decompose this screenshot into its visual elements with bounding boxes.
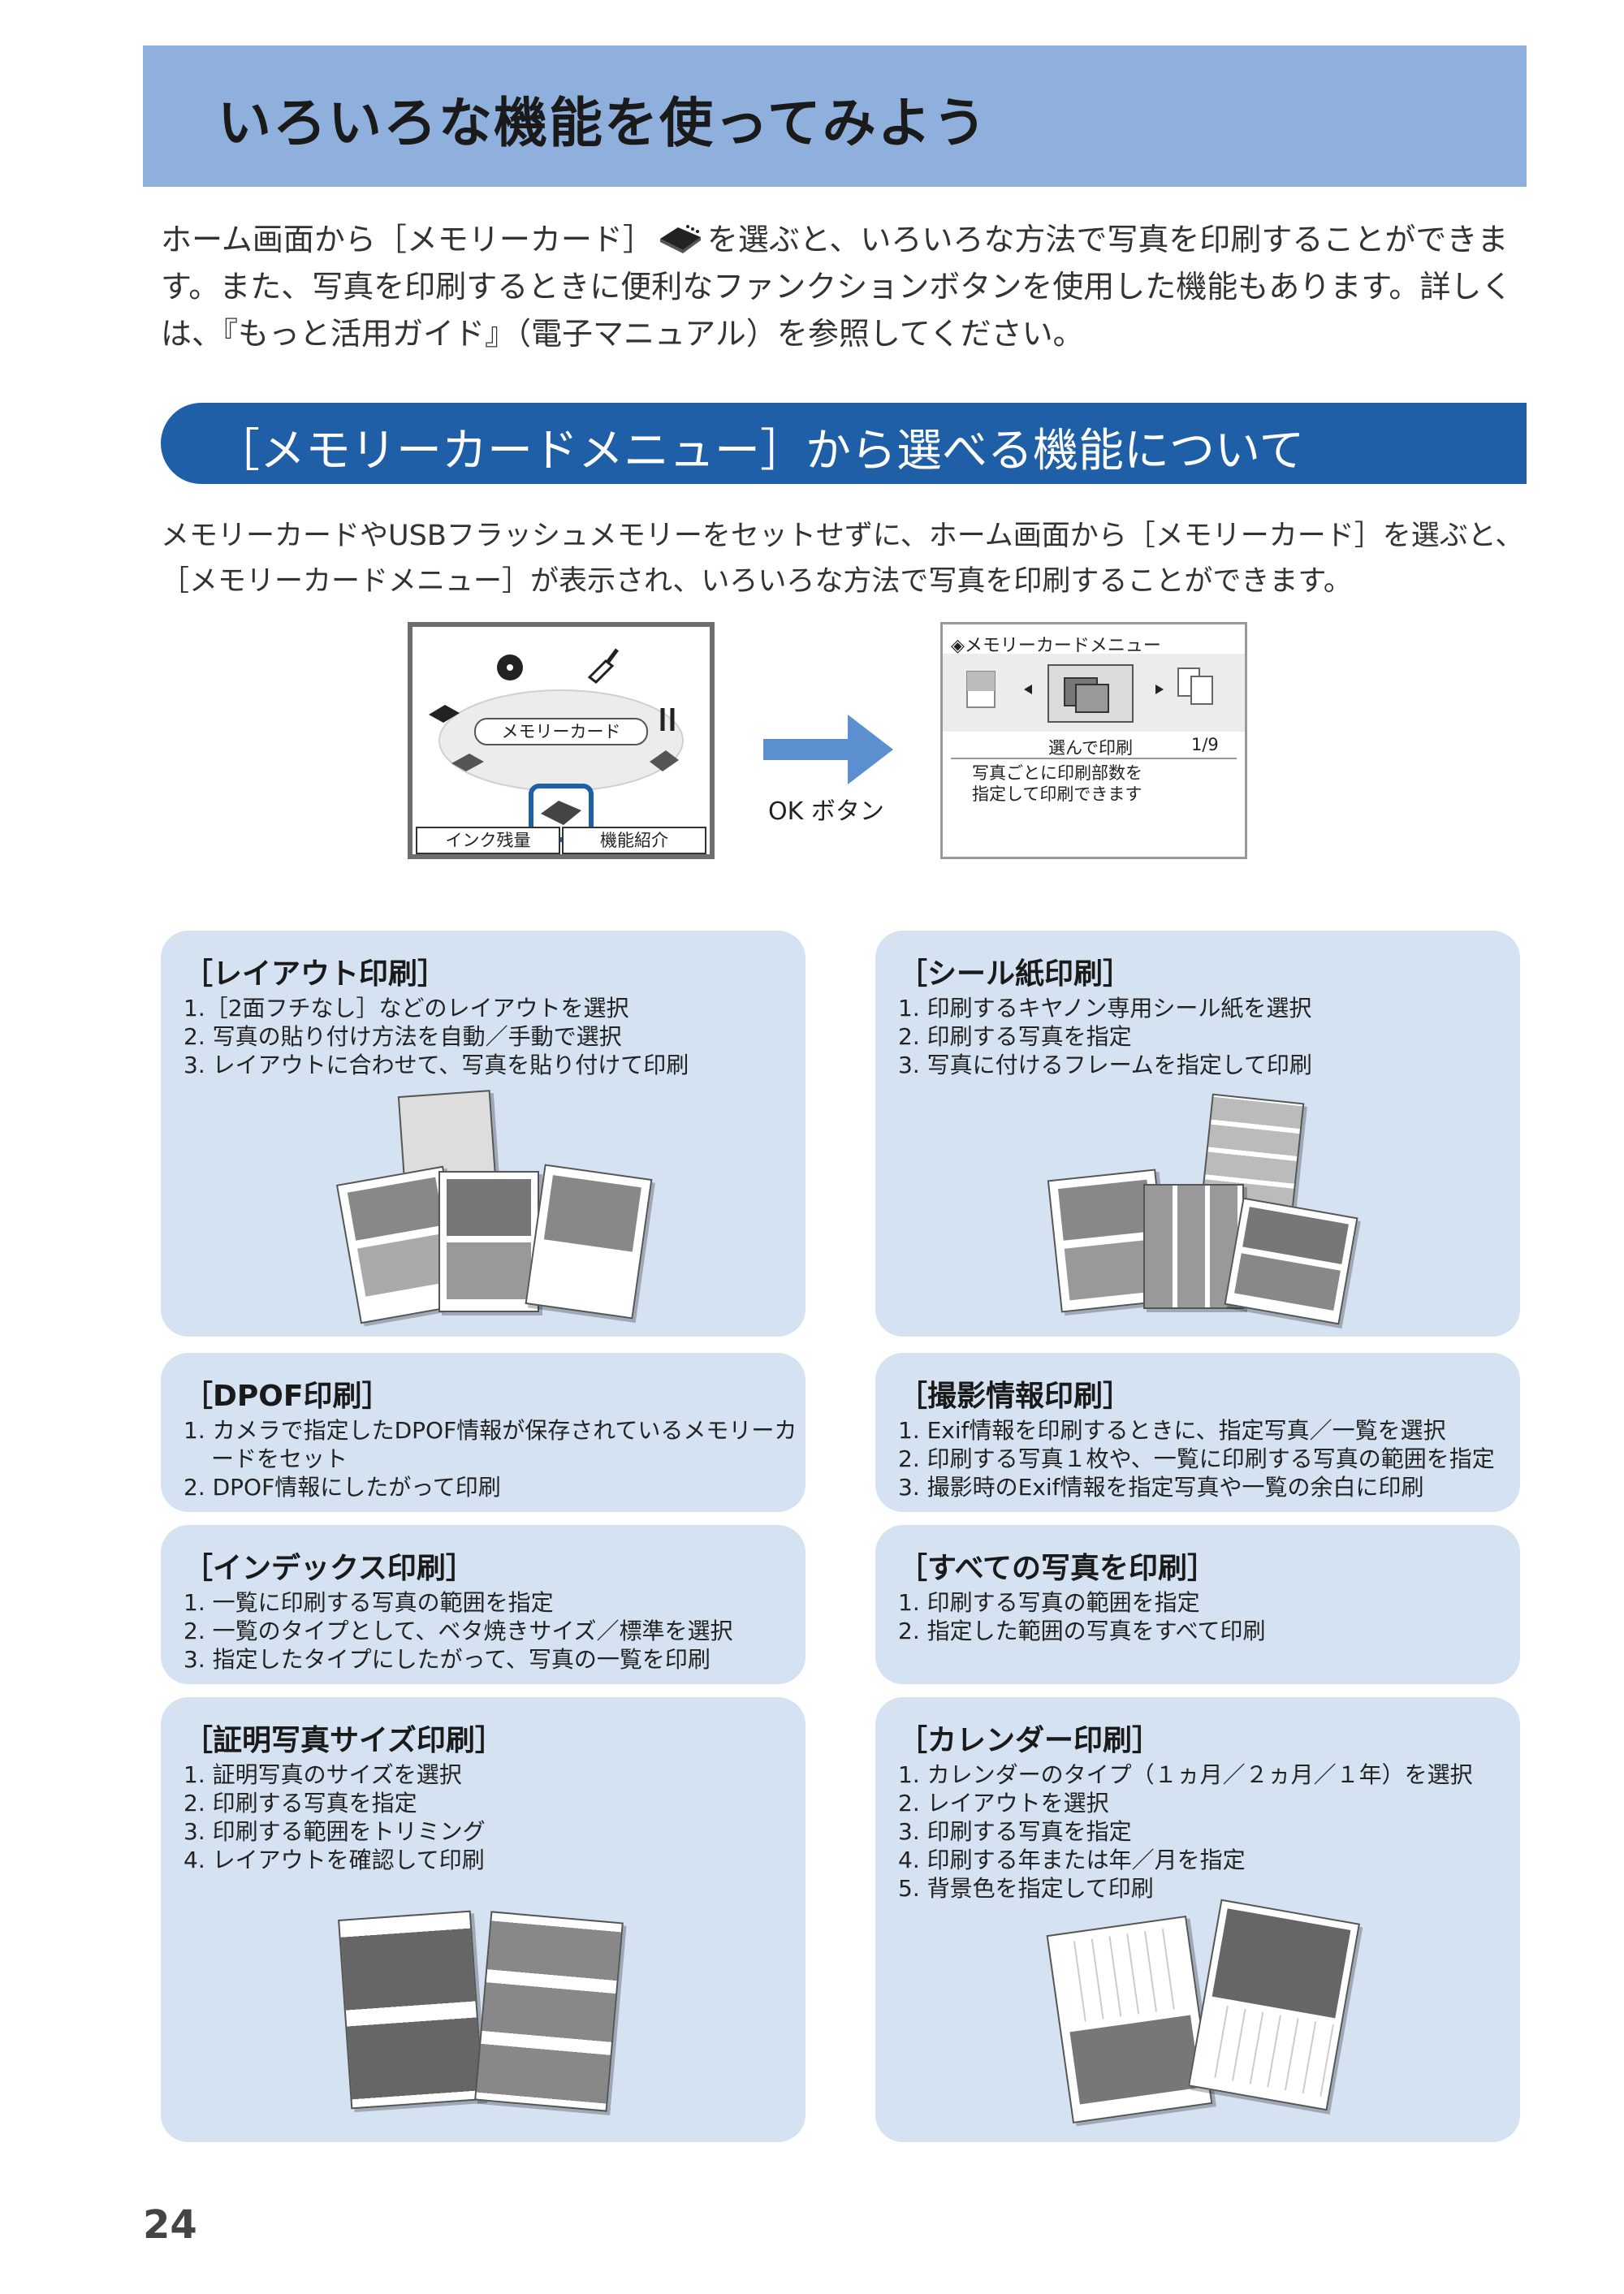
list-item: 2. 印刷する写真を指定 xyxy=(184,1790,417,1817)
id-photo-print-box: ［証明写真サイズ印刷］ 1. 証明写真のサイズを選択 2. 印刷する写真を指定 … xyxy=(161,1697,806,2142)
menu-description-line-1: 写真ごとに印刷部数を xyxy=(972,763,1142,783)
shooting-info-print-title: ［撮影情報印刷］ xyxy=(898,1380,1133,1413)
menu-description: 写真ごとに印刷部数を 指定して印刷できます xyxy=(972,763,1142,805)
selected-mode-label: 選んで印刷 xyxy=(1048,738,1133,758)
calendar-sample xyxy=(1046,1916,1213,2123)
list-item: 2. 一覧のタイプとして、ベタ焼きサイズ／標準を選択 xyxy=(184,1618,733,1644)
page-title: いろいろな機能を使ってみよう xyxy=(218,92,988,154)
page-counter: 1/9 xyxy=(1191,735,1219,754)
title-band: いろいろな機能を使ってみよう xyxy=(143,45,1527,187)
calendar-print-box: ［カレンダー印刷］ 1. カレンダーのタイプ（１ヵ月／２ヵ月／１年）を選択 2.… xyxy=(875,1697,1520,2142)
list-item: 2. レイアウトを選択 xyxy=(898,1790,1109,1817)
sticker-print-steps: 1. 印刷するキヤノン専用シール紙を選択 2. 印刷する写真を指定 3. 写真に… xyxy=(898,994,1312,1079)
id-photo-print-steps: 1. 証明写真のサイズを選択 2. 印刷する写真を指定 3. 印刷する範囲をトリ… xyxy=(184,1760,486,1874)
intro-text-1: ホーム画面から［メモリーカード］ xyxy=(161,222,654,257)
lead-paragraph: メモリーカードやUSBフラッシュメモリーをセットせずに、ホーム画面から［メモリー… xyxy=(161,520,1524,598)
ink-level-button[interactable]: インク残量 xyxy=(416,827,560,854)
menu-screen-title-row: ◈メモリーカードメニュー xyxy=(951,631,1161,657)
ok-button-label: OK ボタン xyxy=(768,797,884,826)
layout-print-box: ［レイアウト印刷］ 1.［2面フチなし］などのレイアウトを選択 2. 写真の貼り… xyxy=(161,931,806,1337)
list-item: 3. 指定したタイプにしたがって、写真の一覧を印刷 xyxy=(184,1646,710,1673)
memory-card-menu-screen: ◈メモリーカードメニュー 選んで印刷 1/9 写真ごとに印刷部数を 指定して印刷… xyxy=(940,622,1247,859)
intro-text-2: を選ぶと、いろいろな方法で写真を印刷することができます。また、写真を印刷するとき… xyxy=(161,222,1513,352)
list-item: 1. カレンダーのタイプ（１ヵ月／２ヵ月／１年）を選択 xyxy=(898,1761,1473,1788)
print-all-photos-steps: 1. 印刷する写真の範囲を指定 2. 指定した範囲の写真をすべて印刷 xyxy=(898,1588,1266,1645)
list-item: 5. 背景色を指定して印刷 xyxy=(898,1875,1154,1902)
memory-card-icon xyxy=(659,225,701,253)
list-item: 3. 印刷する写真を指定 xyxy=(898,1818,1132,1845)
shooting-info-print-box: ［撮影情報印刷］ 1. Exif情報を印刷するときに、指定写真／一覧を選択 2.… xyxy=(875,1353,1520,1512)
calendar-print-title: ［カレンダー印刷］ xyxy=(898,1724,1162,1757)
list-item: 1. Exif情報を印刷するときに、指定写真／一覧を選択 xyxy=(898,1417,1446,1444)
list-item: 1. 印刷する写真の範囲を指定 xyxy=(898,1589,1200,1616)
section-band: ［メモリーカードメニュー］から選べる機能について xyxy=(161,403,1527,484)
list-item: 1.［2面フチなし］などのレイアウトを選択 xyxy=(184,995,629,1022)
sticker-print-title: ［シール紙印刷］ xyxy=(898,957,1133,991)
list-item: 1. カメラで指定したDPOF情報が保存されているメモリーカードをセット xyxy=(184,1417,797,1472)
list-item: 4. レイアウトを確認して印刷 xyxy=(184,1847,485,1873)
layout-sample-photo xyxy=(525,1164,653,1320)
list-item: 1. 一覧に印刷する写真の範囲を指定 xyxy=(184,1589,554,1616)
index-print-box: ［インデックス印刷］ 1. 一覧に印刷する写真の範囲を指定 2. 一覧のタイプと… xyxy=(161,1525,806,1684)
list-item: 1. 印刷するキヤノン専用シール紙を選択 xyxy=(898,995,1312,1022)
layout-sample-photo xyxy=(438,1171,539,1312)
print-all-photos-title: ［すべての写真を印刷］ xyxy=(898,1552,1217,1585)
list-item: 3. 撮影時のExif情報を指定写真や一覧の余白に印刷 xyxy=(898,1474,1424,1501)
list-item: 2. 指定した範囲の写真をすべて印刷 xyxy=(898,1618,1266,1644)
section-title: ［メモリーカードメニュー］から選べる機能について xyxy=(214,425,1305,477)
dpof-print-box: ［DPOF印刷］ 1. カメラで指定したDPOF情報が保存されているメモリーカー… xyxy=(161,1353,806,1512)
list-item: 2. 写真の貼り付け方法を自動／手動で選択 xyxy=(184,1023,622,1050)
calendar-sample xyxy=(1188,1899,1360,2111)
home-memory-card-label: メモリーカード xyxy=(474,718,648,745)
menu-carousel xyxy=(943,654,1245,732)
feature-intro-button[interactable]: 機能紹介 xyxy=(562,827,706,854)
list-item: 2. 印刷する写真１枚や、一覧に印刷する写真の範囲を指定 xyxy=(898,1445,1495,1472)
index-print-steps: 1. 一覧に印刷する写真の範囲を指定 2. 一覧のタイプとして、ベタ焼きサイズ／… xyxy=(184,1588,733,1674)
index-print-title: ［インデックス印刷］ xyxy=(184,1552,475,1585)
menu-divider xyxy=(951,758,1237,759)
list-item: 1. 証明写真のサイズを選択 xyxy=(184,1761,462,1788)
page-number: 24 xyxy=(143,2202,197,2248)
layout-print-title: ［レイアウト印刷］ xyxy=(184,957,447,991)
sticker-print-box: ［シール紙印刷］ 1. 印刷するキヤノン専用シール紙を選択 2. 印刷する写真を… xyxy=(875,931,1520,1337)
sticker-sample-photo xyxy=(1224,1197,1358,1325)
dpof-print-steps: 1. カメラで指定したDPOF情報が保存されているメモリーカードをセット 2. … xyxy=(184,1416,812,1501)
intro-paragraph: ホーム画面から［メモリーカード］を選ぶと、いろいろな方法で写真を印刷することがで… xyxy=(161,216,1533,357)
menu-card-icon: ◈ xyxy=(951,636,965,656)
layout-print-steps: 1.［2面フチなし］などのレイアウトを選択 2. 写真の貼り付け方法を自動／手動… xyxy=(184,994,689,1079)
id-photo-print-title: ［証明写真サイズ印刷］ xyxy=(184,1724,504,1757)
print-all-photos-box: ［すべての写真を印刷］ 1. 印刷する写真の範囲を指定 2. 指定した範囲の写真… xyxy=(875,1525,1520,1684)
id-photo-sample xyxy=(474,1911,624,2112)
home-screen: メモリーカード インク残量 機能紹介 xyxy=(408,622,715,859)
shooting-info-print-steps: 1. Exif情報を印刷するときに、指定写真／一覧を選択 2. 印刷する写真１枚… xyxy=(898,1416,1495,1501)
arrow-right-icon xyxy=(763,715,893,784)
menu-description-line-2: 指定して印刷できます xyxy=(972,784,1142,804)
menu-screen-title: メモリーカードメニュー xyxy=(964,636,1161,656)
list-item: 4. 印刷する年または年／月を指定 xyxy=(898,1847,1246,1873)
dpof-print-title: ［DPOF印刷］ xyxy=(184,1380,391,1413)
list-item: 3. レイアウトに合わせて、写真を貼り付けて印刷 xyxy=(184,1052,689,1078)
id-photo-sample xyxy=(338,1910,484,2110)
list-item: 3. 印刷する範囲をトリミング xyxy=(184,1818,486,1845)
list-item: 2. DPOF情報にしたがって印刷 xyxy=(184,1474,501,1501)
list-item: 3. 写真に付けるフレームを指定して印刷 xyxy=(898,1052,1312,1078)
list-item: 2. 印刷する写真を指定 xyxy=(898,1023,1132,1050)
calendar-print-steps: 1. カレンダーのタイプ（１ヵ月／２ヵ月／１年）を選択 2. レイアウトを選択 … xyxy=(898,1760,1473,1903)
